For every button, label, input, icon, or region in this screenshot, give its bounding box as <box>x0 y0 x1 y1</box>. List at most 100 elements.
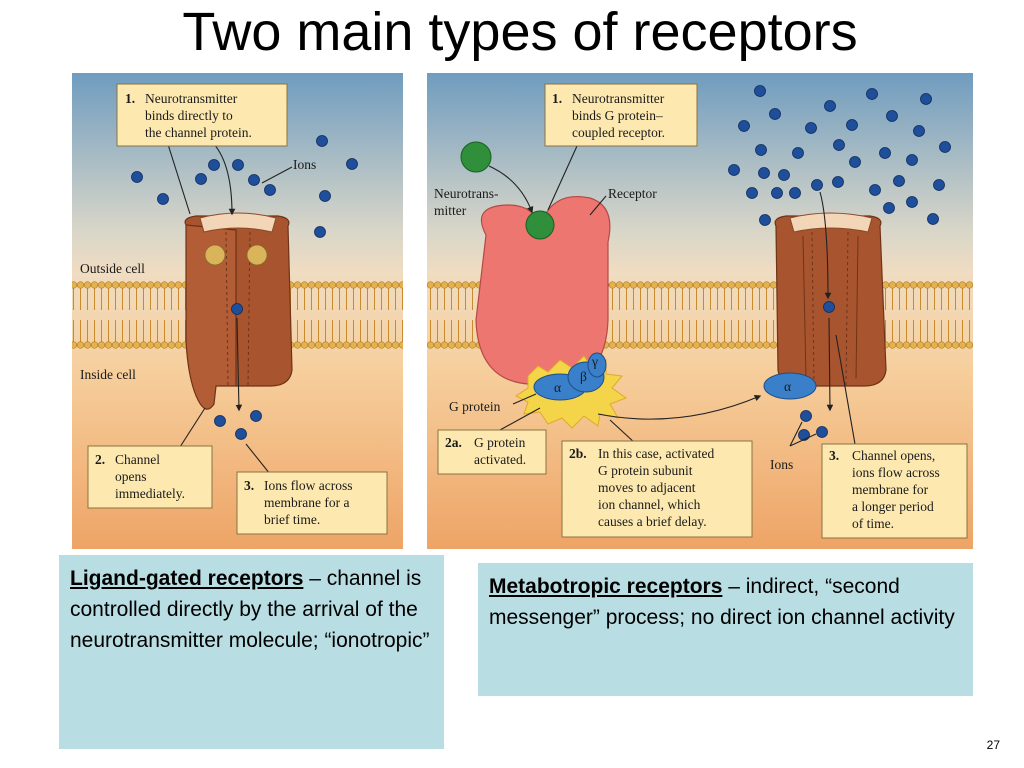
moved-alpha-subunit <box>763 372 817 400</box>
left-step3-line: brief time. <box>264 512 320 527</box>
right-step3-line: a longer period <box>852 499 934 514</box>
left-step3-line: Ions flow across <box>264 478 352 493</box>
ion <box>157 193 169 205</box>
right-step3-line: of time. <box>852 516 894 531</box>
ion <box>232 159 244 171</box>
step2a-box <box>437 429 547 475</box>
ion <box>789 187 801 199</box>
ion <box>346 158 358 170</box>
g-protein-gamma <box>587 352 607 378</box>
step2b-number: 2b. <box>569 446 587 461</box>
ion <box>879 147 891 159</box>
ion <box>755 144 767 156</box>
ion <box>314 226 326 238</box>
ion <box>231 303 243 315</box>
right-step1-line: Neurotransmitter <box>572 91 665 106</box>
right-step3-number: 3. <box>829 448 839 463</box>
right-step3-line: membrane for <box>852 482 929 497</box>
left-step1-line: Neurotransmitter <box>145 91 238 106</box>
ion <box>746 187 758 199</box>
right-step1-box <box>544 83 698 147</box>
metabotropic-ion-channel <box>774 212 887 387</box>
ion <box>214 415 226 427</box>
neurotransmitter-label: Neurotrans- <box>434 186 499 201</box>
ion <box>792 147 804 159</box>
right-step1-number: 1. <box>552 91 562 106</box>
ion <box>769 108 781 120</box>
ion <box>920 93 932 105</box>
left-ions-label: Ions <box>293 157 316 172</box>
ion <box>195 173 207 185</box>
g-protein-coupled-receptor <box>475 196 611 385</box>
alpha-label: α <box>554 380 561 395</box>
ion <box>823 301 835 313</box>
right-step3-line: Channel opens, <box>852 448 935 463</box>
right-step3-box <box>821 443 968 539</box>
left-step1-box <box>116 83 288 147</box>
left-panel: 1. Neurotransmitter binds directly to th… <box>72 73 403 549</box>
ion <box>846 119 858 131</box>
ion <box>869 184 881 196</box>
ion <box>728 164 740 176</box>
ion <box>758 167 770 179</box>
left-step3-box <box>236 471 388 535</box>
ion <box>131 171 143 183</box>
outside-cell-label: Outside cell <box>80 261 145 276</box>
left-ions <box>131 135 358 440</box>
ion <box>832 176 844 188</box>
ion <box>248 174 260 186</box>
inside-cell-label: Inside cell <box>80 367 136 382</box>
ion <box>886 110 898 122</box>
right-ions <box>728 85 951 441</box>
ion <box>800 410 812 422</box>
right-step1-line: binds G protein– <box>572 108 663 123</box>
metabotropic-description: – indirect, “second messenger” process; … <box>489 575 955 629</box>
beta-label: β <box>580 369 587 384</box>
step2b-line: G protein subunit <box>598 463 693 478</box>
left-step1-number: 1. <box>125 91 135 106</box>
ion <box>939 141 951 153</box>
left-step2-line: immediately. <box>115 486 185 501</box>
step2b-line: moves to adjacent <box>598 480 696 495</box>
ion <box>883 202 895 214</box>
right-ions-label: Ions <box>770 457 793 472</box>
left-step2-number: 2. <box>95 452 105 467</box>
left-step3-line: membrane for a <box>264 495 349 510</box>
left-step2-line: opens <box>115 469 147 484</box>
ion <box>927 213 939 225</box>
ligand-gated-note: Ligand-gated receptors – channel is cont… <box>59 555 444 749</box>
ion <box>759 214 771 226</box>
left-step1-line: binds directly to <box>145 108 233 123</box>
moved-alpha-label: α <box>784 379 791 394</box>
step2b-box <box>561 440 753 538</box>
ion <box>816 426 828 438</box>
receptor-label: Receptor <box>608 186 657 201</box>
ion <box>913 125 925 137</box>
step2a-number: 2a. <box>445 435 462 450</box>
left-step1-line: the channel protein. <box>145 125 252 140</box>
right-step3-line: ions flow across <box>852 465 940 480</box>
g-protein-label: G protein <box>449 399 501 414</box>
ion <box>866 88 878 100</box>
step2b-line: In this case, activated <box>598 446 714 461</box>
left-step2-box <box>87 445 213 509</box>
ion <box>811 179 823 191</box>
step2b-line: ion channel, which <box>598 497 701 512</box>
neurotransmitter-molecule <box>460 141 492 173</box>
ion <box>235 428 247 440</box>
left-step2-line: Channel <box>115 452 160 467</box>
ion <box>319 190 331 202</box>
ion <box>906 154 918 166</box>
ion <box>805 122 817 134</box>
ion <box>833 139 845 151</box>
ion <box>754 85 766 97</box>
ion <box>798 429 810 441</box>
ion <box>771 187 783 199</box>
step2a-line: activated. <box>474 452 526 467</box>
ion <box>738 120 750 132</box>
right-step1-line: coupled receptor. <box>572 125 665 140</box>
ion <box>824 100 836 112</box>
right-panel: α β γ α <box>427 73 973 549</box>
ligand-gated-channel <box>184 212 293 410</box>
